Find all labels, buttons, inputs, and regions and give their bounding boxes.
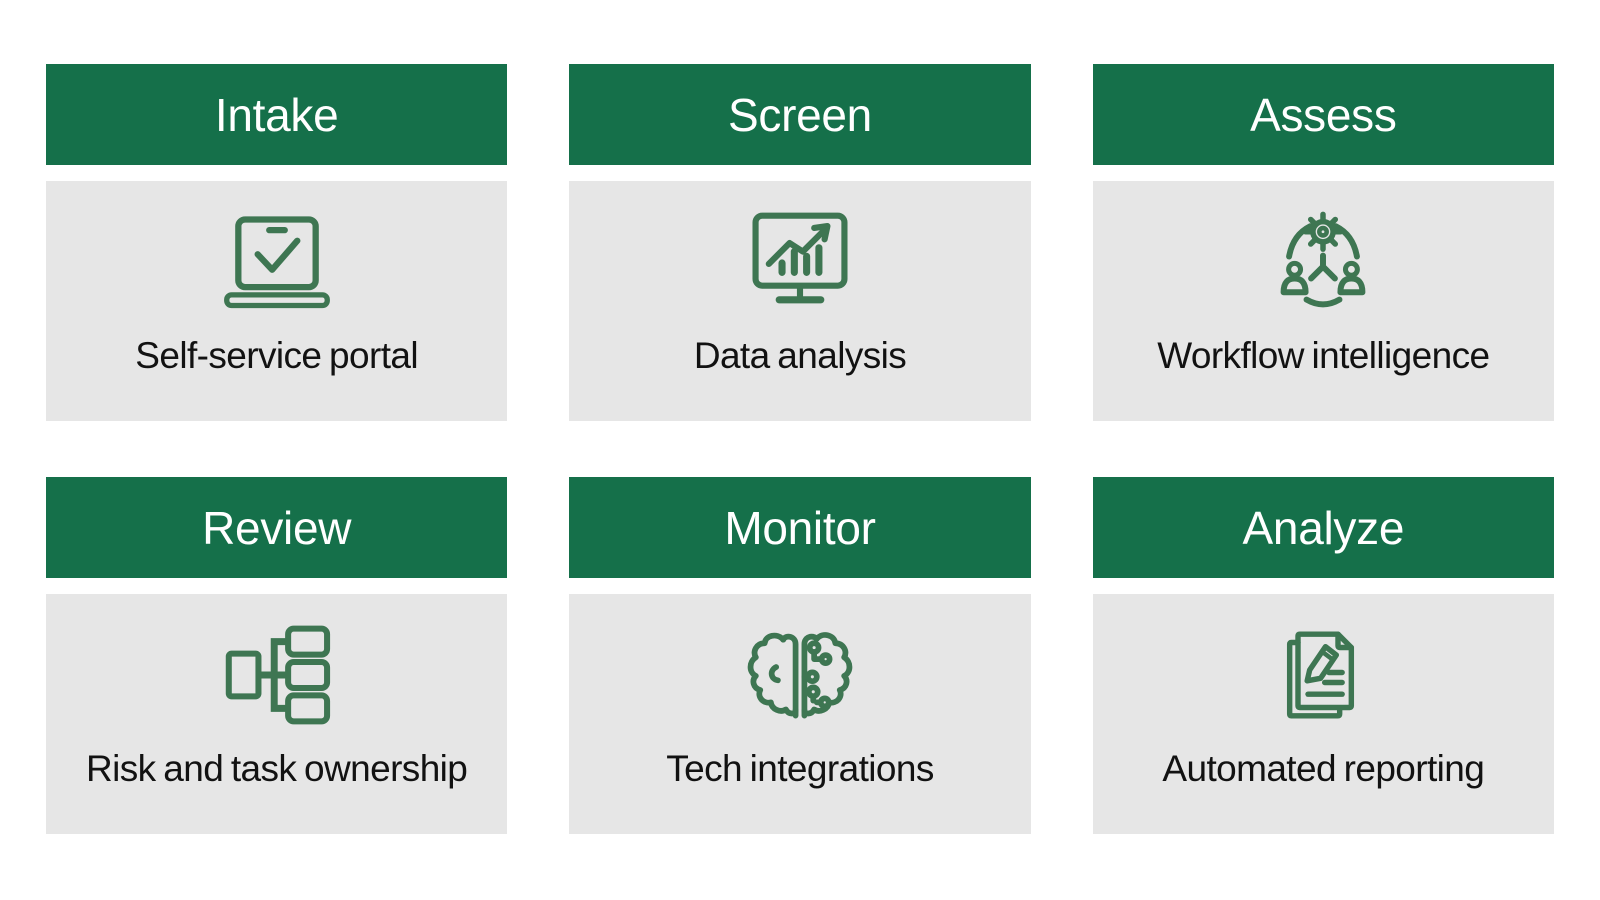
document-pencil-icon — [1273, 618, 1373, 732]
card-body-review: Risk and task ownership — [46, 594, 508, 834]
laptop-check-icon — [219, 205, 335, 319]
card-intake: Intake Self-service portal — [46, 64, 508, 421]
card-label: Automated reporting — [1162, 748, 1485, 789]
people-gear-workflow-icon — [1268, 205, 1378, 319]
card-body-screen: Data analysis — [569, 181, 1031, 421]
card-title: Screen — [728, 88, 872, 141]
card-body-intake: Self-service portal — [46, 181, 508, 421]
card-header-monitor: Monitor — [569, 477, 1031, 578]
card-body-analyze: Automated reporting — [1092, 594, 1554, 834]
card-label: Self-service portal — [135, 335, 419, 376]
card-header-intake: Intake — [46, 64, 508, 165]
card-label: Risk and task ownership — [86, 748, 468, 789]
card-header-screen: Screen — [569, 64, 1031, 165]
card-title: Monitor — [724, 501, 876, 554]
card-label: Data analysis — [693, 335, 907, 376]
card-header-analyze: Analyze — [1092, 477, 1554, 578]
card-label: Tech integrations — [666, 748, 934, 789]
card-label: Workflow intelligence — [1157, 335, 1490, 376]
card-title: Review — [202, 501, 352, 554]
card-header-review: Review — [46, 477, 508, 578]
card-header-assess: Assess — [1092, 64, 1554, 165]
card-body-assess: Workflow intelligence — [1092, 181, 1554, 421]
hierarchy-boxes-icon — [221, 618, 333, 732]
card-analyze: Analyze Automated re — [1092, 477, 1554, 834]
card-title: Intake — [214, 88, 339, 141]
card-title: Analyze — [1242, 501, 1405, 554]
brain-circuit-icon — [747, 618, 853, 732]
card-assess: Assess — [1092, 64, 1554, 421]
card-monitor: Monitor — [569, 477, 1031, 834]
card-body-monitor: Tech integrations — [569, 594, 1031, 834]
card-review: Review Risk and task ownership — [46, 477, 508, 834]
card-screen: Screen Data analysis — [569, 64, 1031, 421]
monitor-chart-icon — [743, 205, 857, 319]
card-title: Assess — [1250, 88, 1397, 141]
